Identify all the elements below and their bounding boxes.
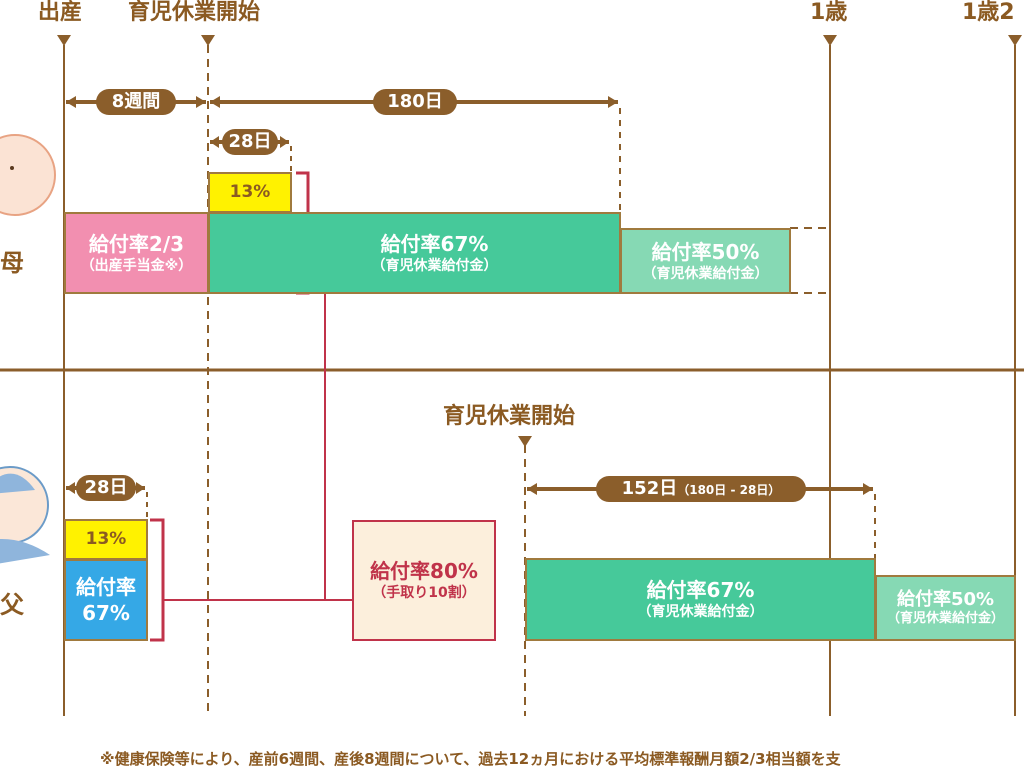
mother-leave-67-box: 給付率67%（育児休業給付金） [208, 212, 621, 294]
maternity-rate: 給付率2/3 [88, 231, 185, 256]
span-152-days: 152日（180日 - 28日） [596, 476, 806, 502]
span-152-value: 152日 [621, 478, 678, 499]
age1-label: 1歳 [810, 0, 848, 25]
mother-avatar-icon [0, 134, 56, 216]
mother-span-28-days: 28日 [222, 129, 278, 155]
mother-leave-50-box: 給付率50%（育児休業給付金） [620, 228, 791, 294]
mother-bonus-text: 13% [229, 182, 271, 203]
father-leave50-sub: （育児休業給付金） [886, 611, 1004, 627]
mother-bonus-13: 13% [208, 172, 292, 213]
father-rate67-value: 67% [82, 601, 130, 625]
father-leave-50-box: 給付率50%（育児休業給付金） [875, 575, 1016, 641]
span-8-weeks: 8週間 [96, 89, 176, 115]
maternity-sub: （出産手当金※） [80, 257, 193, 274]
birth-label: 出産 [38, 0, 83, 25]
father-rate67-label: 給付率 [76, 575, 136, 599]
father-span-28-days: 28日 [76, 475, 136, 501]
span-180-days: 180日 [373, 89, 457, 115]
father-leave67-rate: 給付率67% [646, 578, 755, 603]
combined-rate: 給付率80% [370, 559, 478, 584]
maternity-allowance-box: 給付率2/3（出産手当金※） [64, 212, 209, 294]
father-bonus-text: 13% [85, 529, 127, 550]
mother-label: 母 [0, 249, 24, 277]
mother-leave67-rate: 給付率67% [380, 231, 489, 256]
mother-leave50-rate: 給付率50% [651, 239, 760, 264]
father-avatar-icon [0, 466, 50, 564]
mother-leave67-sub: （育児休業給付金） [371, 257, 498, 274]
span-152-note: （180日 - 28日） [677, 483, 781, 497]
father-leave50-rate: 給付率50% [896, 588, 995, 610]
father-label: 父 [0, 591, 24, 619]
footnote: ※健康保険等により、産前6週間、産後8週間について、過去12ヵ月における平均標準… [100, 750, 841, 768]
combined-sub: （手取り10割） [372, 585, 476, 602]
combined-80-box: 給付率80%（手取り10割） [352, 520, 496, 641]
age1-2-label: 1歳2 [962, 0, 1015, 25]
father-bonus-13: 13% [64, 519, 148, 560]
father-leave-start-label: 育児休業開始 [443, 404, 576, 429]
father-leave-67-box: 給付率67%（育児休業給付金） [525, 558, 876, 641]
mother-leave50-sub: （育児休業給付金） [642, 265, 769, 282]
father-leave67-sub: （育児休業給付金） [637, 604, 764, 621]
leave-start-label: 育児休業開始 [128, 0, 261, 25]
